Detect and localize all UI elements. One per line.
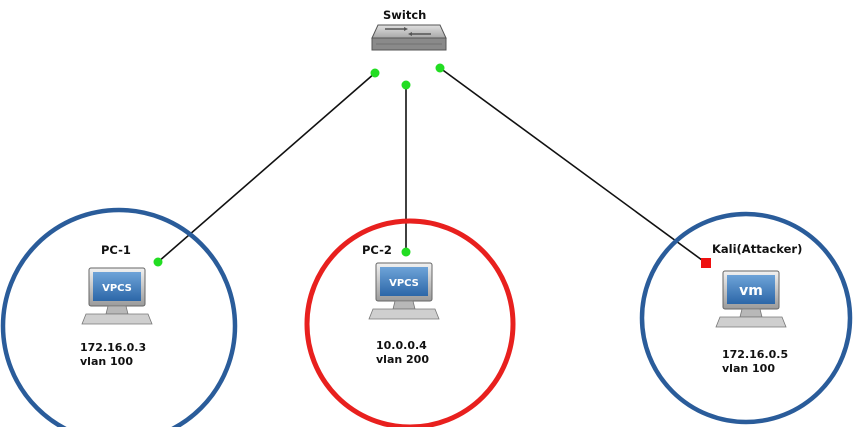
link-kali[interactable] <box>439 67 707 264</box>
ring-pc1 <box>0 207 238 427</box>
switch-icon[interactable] <box>371 24 447 51</box>
kali-screen-label: vm <box>739 283 763 299</box>
port-status-pc2 <box>401 247 411 257</box>
link-pc1[interactable] <box>157 72 376 263</box>
port-status-kali <box>701 258 711 268</box>
pc2-ip-label: 10.0.0.4 <box>376 339 427 352</box>
pc2-vlan-label: vlan 200 <box>376 353 429 366</box>
kali-ip-label: 172.16.0.5 <box>722 348 789 361</box>
pc2-screen-label: VPCS <box>389 278 419 289</box>
pc1-vlan-label: vlan 100 <box>80 355 133 368</box>
switch-label: Switch <box>383 8 427 22</box>
port-status-pc1 <box>153 257 163 267</box>
ring-pc2 <box>304 218 516 427</box>
pc1-name-label: PC-1 <box>101 243 131 257</box>
port-status-switch-pc2 <box>401 80 411 90</box>
kali-monitor-icon[interactable]: vm <box>715 270 787 328</box>
pc1-monitor-icon[interactable]: VPCS <box>81 267 153 325</box>
pc1-screen-label: VPCS <box>102 283 132 294</box>
pc1-ip-label: 172.16.0.3 <box>80 341 147 354</box>
kali-name-label: Kali(Attacker) <box>712 242 803 256</box>
pc2-name-label: PC-2 <box>362 243 392 257</box>
kali-vlan-label: vlan 100 <box>722 362 775 375</box>
pc2-monitor-icon[interactable]: VPCS <box>368 262 440 320</box>
ring-kali <box>639 211 853 425</box>
port-status-switch-kali <box>435 63 445 73</box>
port-status-switch-pc1 <box>370 68 380 78</box>
